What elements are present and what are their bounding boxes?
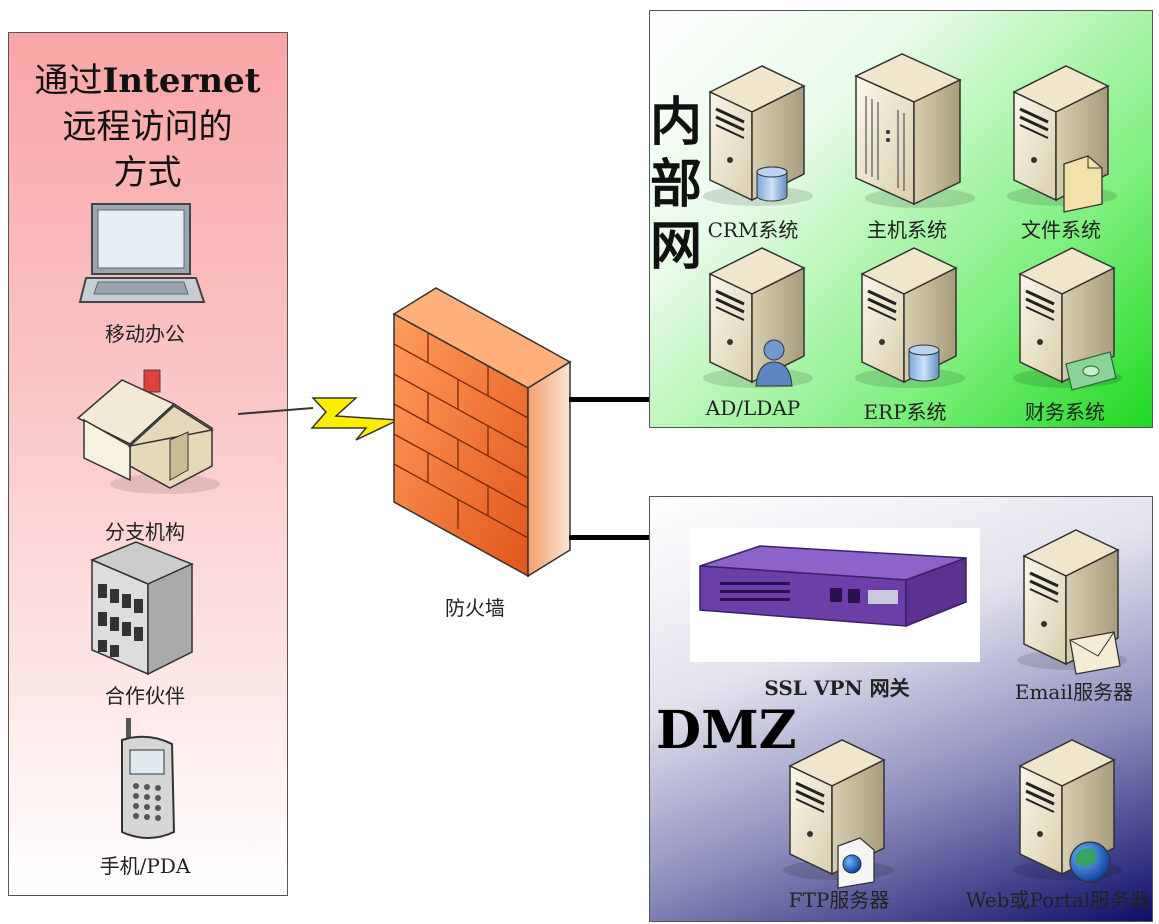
- dmz-server-label-email: Email服务器: [1014, 680, 1134, 704]
- web-server-icon: [1011, 738, 1125, 883]
- internal-server-label-crm: CRM系统: [707, 218, 799, 242]
- internal-network-title: 内 部 网: [650, 92, 702, 278]
- file-server-icon: [1005, 64, 1119, 213]
- title-prefix: 通过: [34, 61, 103, 101]
- vpn-gateway-label: SSL VPN 网关: [764, 676, 910, 700]
- title-line2: 远程访问的: [62, 107, 233, 147]
- firewall-to-dmz-link: [569, 535, 651, 540]
- remote-item-label-partner: 合作伙伴: [105, 684, 185, 708]
- title-char: 网: [650, 216, 703, 277]
- database-server-icon: [853, 246, 967, 390]
- remote-access-title: 通过Internet 远程访问的 方式: [0, 58, 295, 196]
- ftp-server-icon: [781, 738, 895, 889]
- title-line3: 方式: [113, 153, 182, 193]
- office-building-icon: [90, 541, 194, 676]
- house-icon: [76, 369, 220, 494]
- mobile-phone-icon: [121, 718, 176, 839]
- title-char: 内: [650, 92, 703, 153]
- internal-server-label-erp: ERP系统: [863, 400, 947, 424]
- internal-server-label-mainframe: 主机系统: [867, 218, 947, 242]
- finance-server-icon: [1011, 246, 1125, 391]
- database-server-icon: [701, 64, 815, 208]
- title-char: 部: [650, 154, 703, 215]
- lightning-connection-icon: [237, 397, 401, 441]
- dmz-server-label-web: Web或Portal服务器: [965, 888, 1151, 912]
- dmz-title: DMZ: [656, 700, 797, 761]
- firewall-icon: [392, 287, 572, 578]
- firewall-to-internal-link: [569, 397, 651, 402]
- directory-server-icon: [701, 246, 815, 390]
- mainframe-icon: [854, 53, 975, 208]
- internal-server-label-ad: AD/LDAP: [705, 396, 801, 420]
- internal-server-label-file: 文件系统: [1021, 218, 1101, 242]
- laptop-icon: [78, 203, 206, 303]
- vpn-gateway-image: [690, 528, 980, 662]
- dmz-server-label-ftp: FTP服务器: [788, 888, 890, 912]
- remote-item-label-phone: 手机/PDA: [99, 854, 191, 878]
- internal-server-label-finance: 财务系统: [1025, 400, 1105, 424]
- vpn-gateway-icon: [699, 545, 967, 628]
- remote-item-label-branch: 分支机构: [105, 520, 185, 544]
- firewall-label: 防火墙: [445, 596, 505, 620]
- email-server-icon: [1015, 528, 1129, 675]
- title-internet: Internet: [102, 61, 261, 101]
- remote-item-label-mobile: 移动办公: [105, 322, 185, 346]
